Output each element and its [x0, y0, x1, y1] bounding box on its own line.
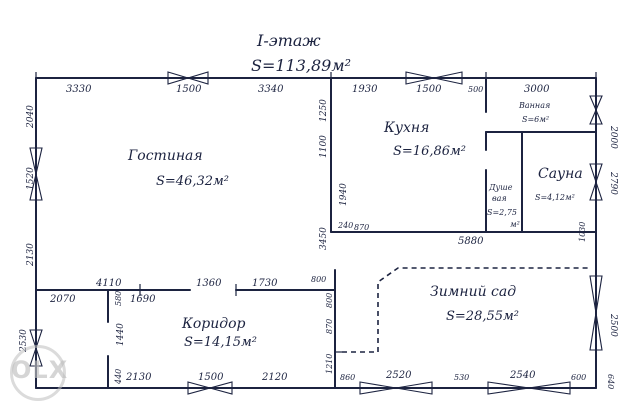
- dim-kitchen-bottom-2: 870: [354, 223, 369, 232]
- dim-corridor-v-3: 440: [114, 369, 123, 385]
- dim-top-3: 3340: [258, 84, 284, 95]
- room-shower-name-2: вая: [492, 194, 507, 203]
- dim-top-2: 1500: [176, 84, 202, 95]
- dim-top-5: 1500: [416, 84, 442, 95]
- dim-corridor-top-2: 1690: [130, 294, 156, 305]
- window-right-garden: [589, 275, 603, 351]
- dim-right-3: 1030: [578, 222, 587, 242]
- room-living-area: S=46,32м²: [156, 174, 229, 189]
- room-living-name: Гостиная: [127, 148, 203, 164]
- olx-watermark-logo: OLX: [10, 345, 69, 401]
- dim-bottom-6: 530: [454, 373, 469, 382]
- room-garden-name: Зимний сад: [430, 284, 516, 300]
- dim-living-bottom-1: 4110: [95, 278, 122, 289]
- window-left-living: [29, 147, 43, 201]
- dim-center-7: 1210: [325, 354, 334, 374]
- dim-kitchen-bottom-3: 5880: [458, 236, 484, 247]
- room-garden-area: S=28,55м²: [446, 309, 519, 324]
- dim-top-1: 3330: [66, 84, 92, 95]
- dim-bottom-2: 1500: [198, 372, 224, 383]
- room-shower-name: Душе: [488, 183, 513, 192]
- room-sauna-area: S=4,12м²: [535, 193, 575, 202]
- dim-center-5: 800: [325, 293, 334, 308]
- room-kitchen-name: Кухня: [383, 120, 429, 136]
- dim-top-7: 3000: [524, 84, 550, 95]
- room-sauna-name: Сауна: [538, 166, 583, 182]
- dim-living-bottom-4: 800: [311, 275, 326, 284]
- plan-total-area: S=113,89м²: [251, 56, 351, 75]
- dim-bottom-3: 2120: [261, 372, 288, 383]
- room-bathroom-name: Ванная: [518, 101, 550, 110]
- dim-corridor-v-2: 1440: [116, 323, 126, 346]
- dimension-ticks: [35, 72, 597, 353]
- window-bottom-corridor: [187, 381, 233, 395]
- window-right-bathroom: [589, 95, 603, 125]
- room-kitchen-area: S=16,86м²: [393, 144, 466, 159]
- dim-corridor-top-1: 2070: [49, 294, 76, 305]
- dim-corridor-v-1: 580: [114, 291, 123, 306]
- dim-center-3: 1940: [339, 183, 349, 206]
- dim-kitchen-bottom-1: 240: [337, 221, 353, 230]
- dim-left-1: 2040: [26, 105, 36, 129]
- window-bottom-garden-2: [487, 381, 571, 395]
- dim-bottom-7: 2540: [509, 370, 536, 381]
- room-bathroom-area: S=6м²: [522, 115, 549, 124]
- dim-right-1: 2000: [608, 125, 618, 149]
- window-right-sauna: [589, 163, 603, 201]
- dim-right-5: 640: [606, 374, 615, 389]
- watermark-text: OLX: [11, 356, 69, 384]
- dim-center-2: 1100: [319, 135, 329, 158]
- room-corridor-name: Коридор: [181, 316, 246, 332]
- dim-center-4: 3450: [319, 227, 329, 250]
- dim-bottom-8: 600: [571, 373, 586, 382]
- plan-title: I-этаж: [256, 31, 321, 50]
- dim-right-4: 2500: [608, 313, 618, 337]
- dim-top-6: 500: [468, 85, 483, 94]
- dim-left-4: 2530: [19, 329, 29, 353]
- dim-bottom-1: 2130: [125, 372, 152, 383]
- room-shower-area: S=2,75: [487, 208, 517, 217]
- dim-top-4: 1930: [352, 84, 378, 95]
- dim-right-2: 2790: [608, 171, 618, 195]
- room-shower-unit: м²: [510, 220, 520, 229]
- dim-center-6: 870: [325, 319, 334, 334]
- dim-left-3: 2130: [26, 243, 36, 267]
- dim-bottom-5: 2520: [385, 370, 412, 381]
- dim-living-bottom-3: 1730: [252, 278, 278, 289]
- window-bottom-garden-1: [359, 381, 433, 395]
- dim-left-2: 1520: [26, 167, 36, 190]
- dim-living-bottom-2: 1360: [196, 278, 222, 289]
- window-top-kitchen: [405, 71, 463, 85]
- room-corridor-area: S=14,15м²: [184, 335, 257, 350]
- dim-bottom-4: 860: [340, 373, 355, 382]
- window-top-living: [167, 71, 209, 85]
- dim-center-1: 1250: [319, 99, 329, 122]
